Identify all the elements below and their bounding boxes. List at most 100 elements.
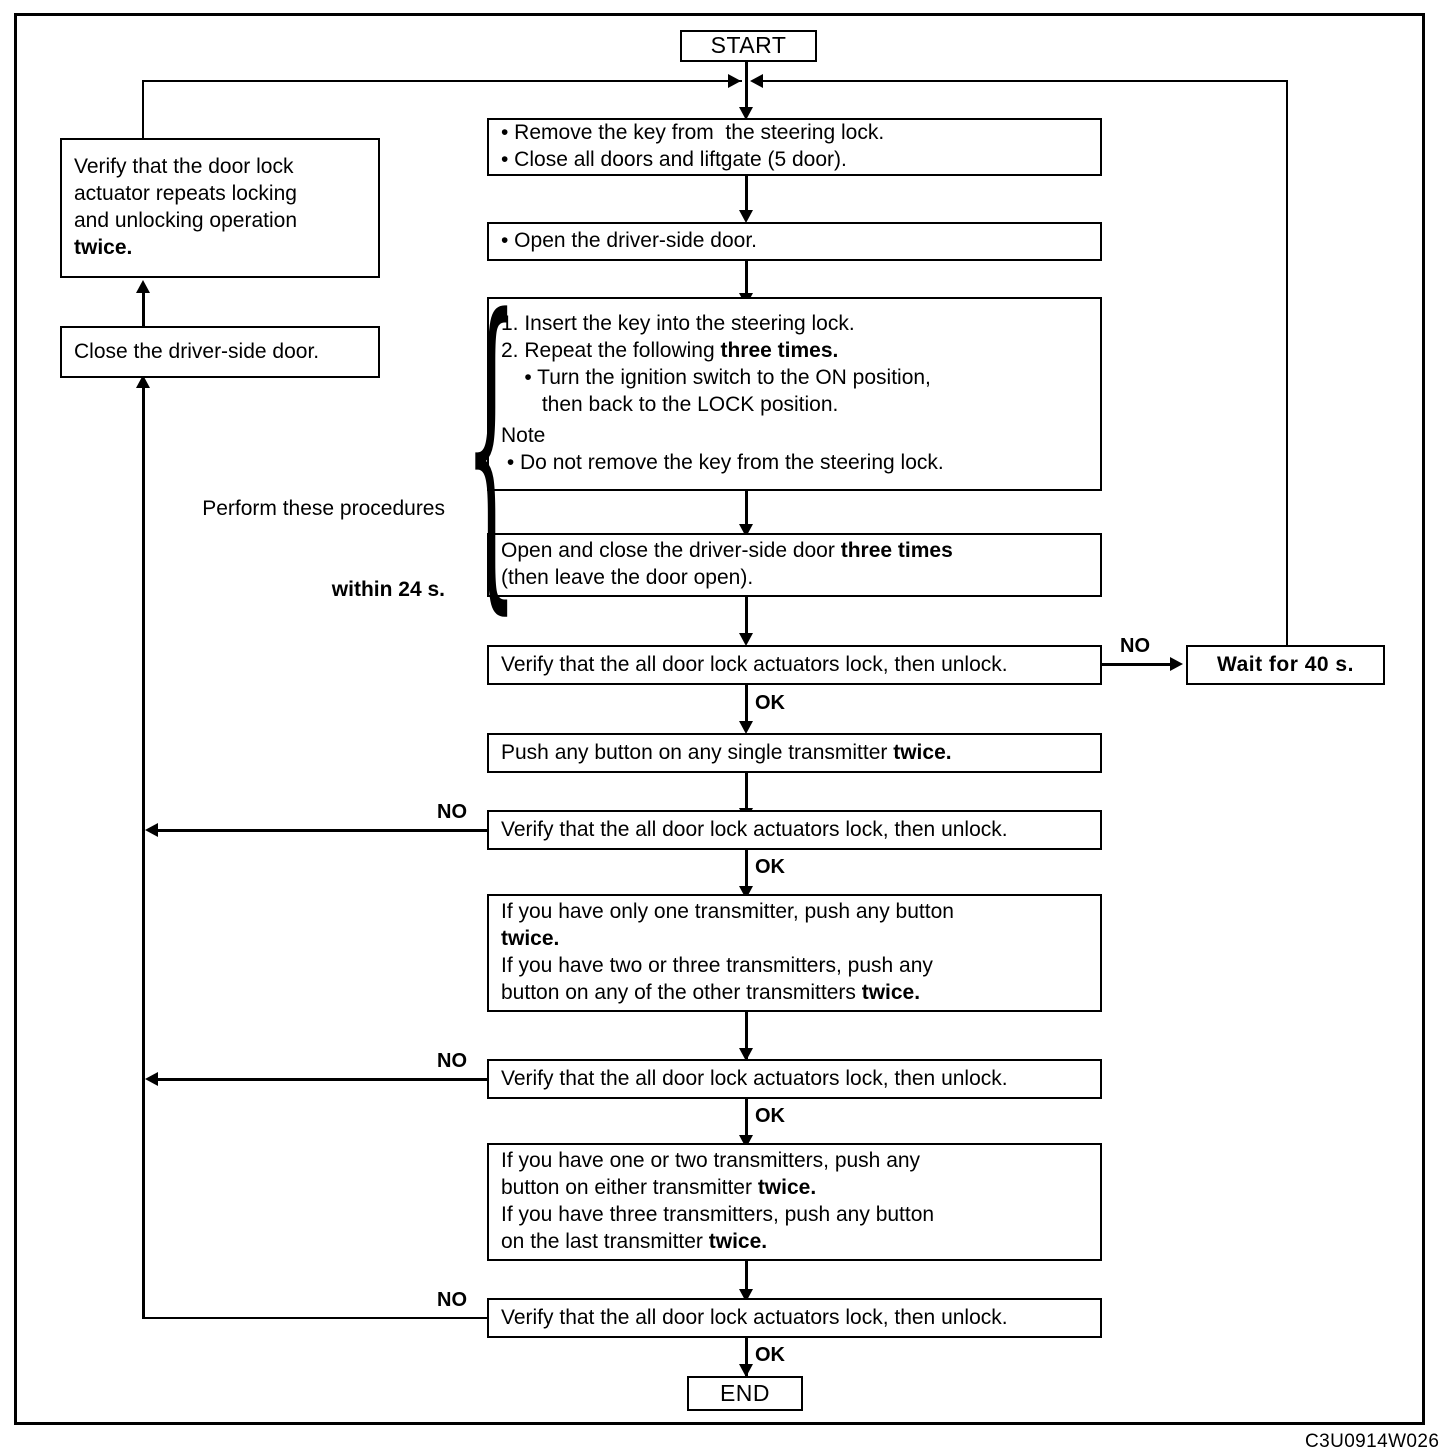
door-cycle-line-1: Open and close the driver-side door thre… [501,538,1090,565]
node-wait-40s: Wait for 40 s. [1186,645,1385,685]
node-remove-key-close-doors: • Remove the key from the steering lock.… [487,118,1102,176]
push-single-line: Push any button on any single transmitte… [501,740,1090,767]
node-verify-actuators-2: Verify that the all door lock actuators … [487,810,1102,850]
node-open-driver-door: • Open the driver-side door. [487,222,1102,261]
node-start: START [680,30,817,62]
node-push-single-transmitter: Push any button on any single transmitte… [487,733,1102,773]
timing-brace: { [465,251,518,643]
label-no-4: NO [437,1289,467,1311]
node-open-close-door-three-times: Open and close the driver-side door thre… [487,533,1102,597]
timing-note-line-2: within 24 s. [331,578,445,602]
edge-prep-to-open-door-arrow [739,210,753,223]
edge-verify-2-no-arrow [145,823,158,837]
door-cycle-line-1b: three times [840,539,953,563]
reference-code: C3U0914W026 [1305,1431,1440,1452]
timing-note-line-1: Perform these procedures [202,496,445,520]
node-end-label: END [719,1379,771,1406]
key-steps-line-2: 2. Repeat the following three times. [501,338,1090,365]
label-ok-2: OK [755,856,785,878]
feedback-rail-arrowhead [136,375,150,388]
push-last-line-4a: on the last transmitter [501,1229,709,1253]
key-steps-note-heading: Note [501,423,546,447]
label-no-3: NO [437,1050,467,1072]
node-end: END [687,1376,803,1411]
label-ok-1: OK [755,692,785,714]
prep-line-2: • Close all doors and liftgate (5 door). [501,148,847,171]
edge-push-last-to-verify-4 [745,1261,748,1301]
return-right-arrowhead [750,74,763,88]
open-door-line-1: • Open the driver-side door. [501,229,757,253]
verify-3-label: Verify that the all door lock actuators … [501,1066,1008,1090]
timing-note: Perform these procedures within 24 s. [155,440,445,658]
push-last-line-2a: button on either transmitter [501,1176,758,1200]
label-ok-3: OK [755,1105,785,1127]
node-verify-actuators-4: Verify that the all door lock actuators … [487,1298,1102,1338]
node-start-label: START [710,32,787,59]
verify-actuator-line-1: Verify that the door lock [74,155,294,179]
edge-prep-to-open-door [745,176,748,218]
push-last-line-1: If you have one or two transmitters, pus… [501,1149,921,1173]
return-line-left-horizontal [142,80,742,82]
edge-verify-1-no-arrow [1170,657,1183,671]
edge-open-door-to-key-steps [745,261,748,303]
edge-verify-4-ok [745,1338,748,1378]
verify-2-label: Verify that the all door lock actuators … [501,817,1008,841]
edge-close-door-to-verify-actuator-arrow [136,280,150,293]
door-cycle-line-2: (then leave the door open). [501,566,754,589]
verify-1-label: Verify that the all door lock actuators … [501,652,1008,676]
edge-verify-3-no-arrow [145,1072,158,1086]
edge-verify-3-no [158,1078,488,1081]
node-verify-actuators-1: Verify that the all door lock actuators … [487,645,1102,685]
key-steps-line-4: then back to the LOCK position. [501,393,839,416]
label-no-1: NO [1120,635,1150,657]
push-other-line-4: button on any of the other transmitters … [501,980,1090,1007]
edge-verify-4-no [142,1317,488,1319]
edge-door-cycle-to-verify-1-arrow [739,633,753,646]
edge-start-to-prep-arrow [739,107,753,120]
node-push-other-transmitters: If you have only one transmitter, push a… [487,894,1102,1012]
edge-close-door-to-verify-actuator [142,290,145,326]
node-verify-actuator-repeats: Verify that the door lock actuator repea… [60,138,380,278]
push-last-line-3: If you have three transmitters, push any… [501,1203,935,1226]
push-other-line-1: If you have only one transmitter, push a… [501,900,954,924]
return-line-left-vertical [142,80,144,165]
edge-verify-1-ok [745,685,748,730]
edge-verify-3-ok [745,1099,748,1147]
verify-actuator-line-3: and unlocking operation [74,209,298,232]
edge-verify-1-no [1102,663,1172,666]
edge-push-other-to-verify-3 [745,1012,748,1060]
key-steps-line-3: • Turn the ignition switch to the ON pos… [501,366,931,390]
push-last-line-4b: twice. [708,1229,768,1253]
node-wait-label: Wait for 40 s. [1217,652,1354,676]
label-no-2: NO [437,801,467,823]
push-other-line-2: twice. [501,927,560,951]
prep-line-1: • Remove the key from the steering lock. [501,121,885,145]
edge-key-steps-to-door-cycle [745,491,748,533]
page-border [14,13,1425,1425]
key-steps-line-2a: 2. Repeat the following [501,339,721,363]
edge-push-single-to-verify-2 [745,773,748,818]
edge-verify-4-ok-arrow [739,1364,753,1377]
push-last-line-2: button on either transmitter twice. [501,1175,1090,1202]
node-key-ignition-steps: 1. Insert the key into the steering lock… [487,297,1102,491]
return-line-right-horizontal [755,80,1288,82]
push-other-line-3: If you have two or three transmitters, p… [501,954,933,977]
feedback-rail-vertical [142,388,145,1319]
edge-verify-1-ok-arrow [739,721,753,734]
push-other-line-4a: button on any of the other transmitters [501,980,862,1004]
verify-actuator-line-2: actuator repeats locking [74,182,297,206]
edge-verify-2-no [158,829,488,832]
push-other-line-4b: twice. [861,980,921,1004]
push-single-line-b: twice. [893,740,952,764]
close-door-label: Close the driver-side door. [74,339,320,363]
push-last-line-4: on the last transmitter twice. [501,1229,1090,1256]
key-steps-note-body: • Do not remove the key from the steerin… [501,450,944,474]
node-verify-actuators-3: Verify that the all door lock actuators … [487,1059,1102,1099]
edge-push-other-to-verify-3-arrow [739,1048,753,1061]
return-left-arrowhead [728,74,741,88]
edge-start-to-prep [745,62,748,114]
key-steps-line-2b: three times. [720,339,839,363]
verify-actuator-line-4: twice. [74,235,133,259]
edge-verify-2-ok [745,850,748,898]
